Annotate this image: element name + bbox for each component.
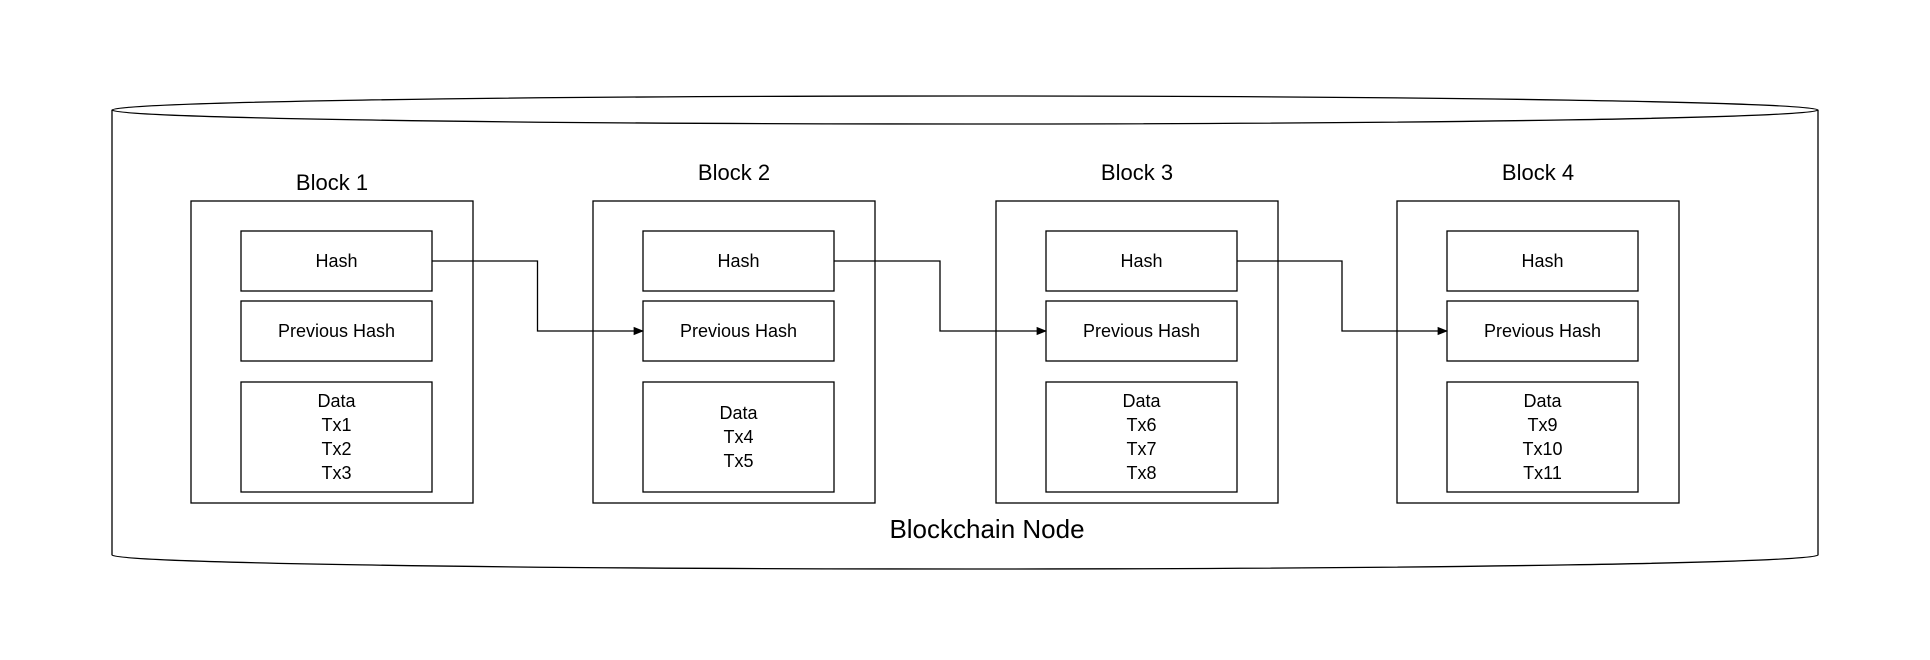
data-heading: Data	[317, 391, 356, 411]
hash-box	[1446, 230, 1639, 292]
previous-hash-label: Previous Hash	[680, 321, 797, 341]
transaction-line: Tx11	[1523, 463, 1562, 483]
data-box	[1045, 381, 1238, 493]
block-title: Block 1	[296, 170, 368, 195]
cylinder-body	[111, 110, 1819, 570]
transaction-line: Tx9	[1527, 415, 1557, 435]
transaction-line: Tx2	[321, 439, 351, 459]
transaction-line: Tx7	[1126, 439, 1156, 459]
hash-label: Hash	[315, 251, 357, 271]
previous-hash-label: Previous Hash	[1083, 321, 1200, 341]
previous-hash-label: Previous Hash	[278, 321, 395, 341]
previous-hash-label: Previous Hash	[1484, 321, 1601, 341]
data-box	[240, 381, 433, 493]
hash-link-arrow-3	[1237, 260, 1449, 336]
data-box	[642, 381, 835, 493]
transaction-line: Tx6	[1126, 415, 1156, 435]
blockchain-node-cylinder	[111, 95, 1819, 570]
block-title: Block 2	[698, 160, 770, 185]
transaction-line: Tx8	[1126, 463, 1156, 483]
hash-link-arrow-2	[834, 260, 1048, 336]
transaction-line: Tx5	[723, 451, 753, 471]
transaction-line: Tx4	[723, 427, 753, 447]
previous-hash-box	[1045, 300, 1238, 362]
previous-hash-box	[240, 300, 433, 362]
hash-box	[1045, 230, 1238, 292]
previous-hash-box	[642, 300, 835, 362]
data-heading: Data	[1523, 391, 1562, 411]
hash-label: Hash	[717, 251, 759, 271]
links-layer	[432, 260, 1449, 336]
transaction-line: Tx3	[321, 463, 351, 483]
data-box	[1446, 381, 1639, 493]
data-heading: Data	[1122, 391, 1161, 411]
previous-hash-box	[1446, 300, 1639, 362]
block-title: Block 3	[1101, 160, 1173, 185]
transaction-line: Tx10	[1522, 439, 1562, 459]
transaction-line: Tx1	[321, 415, 351, 435]
hash-label: Hash	[1521, 251, 1563, 271]
hash-label: Hash	[1120, 251, 1162, 271]
cylinder-top	[111, 95, 1819, 125]
data-heading: Data	[719, 403, 758, 423]
hash-link-arrow-1	[432, 260, 645, 336]
block-title: Block 4	[1502, 160, 1574, 185]
node-label: Blockchain Node	[889, 514, 1084, 544]
hash-box	[240, 230, 433, 292]
